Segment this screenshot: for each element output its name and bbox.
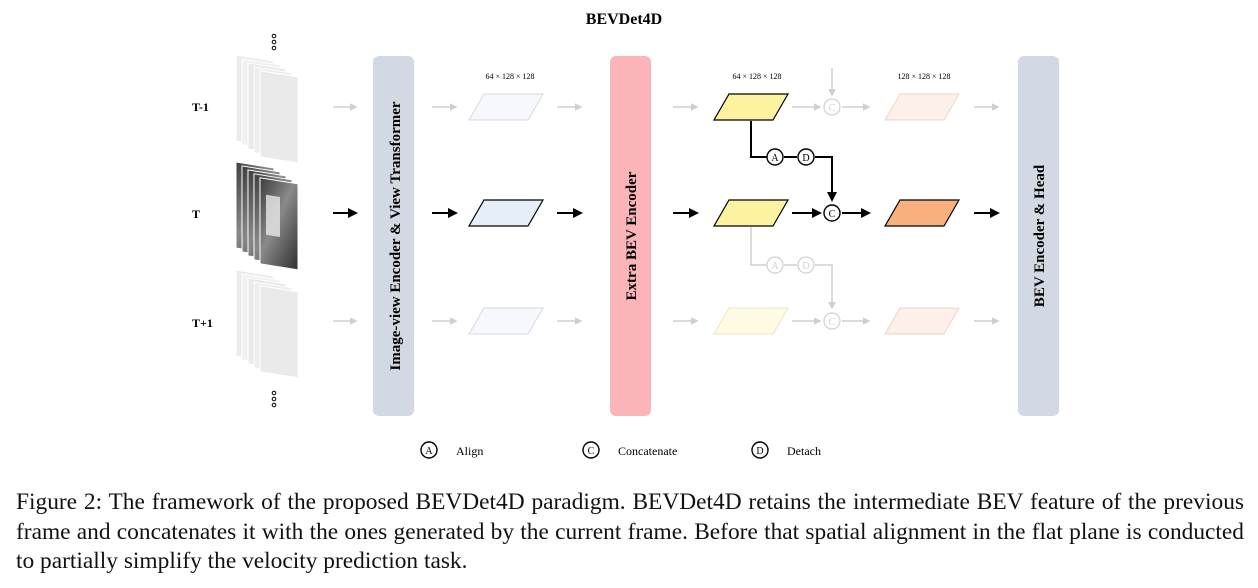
bev-head-block: BEV Encoder & Head bbox=[1018, 56, 1059, 416]
legend-concat: C Concatenate bbox=[582, 441, 677, 459]
figure-caption: Figure 2: The framework of the proposed … bbox=[16, 489, 1244, 574]
svg-text:D: D bbox=[802, 261, 809, 272]
fused-feature-next bbox=[884, 307, 960, 335]
bev-feature-next bbox=[468, 307, 544, 335]
view-transformer-label: Image-view Encoder & View Transformer bbox=[388, 101, 404, 370]
row-label-prev: T-1 bbox=[192, 100, 209, 114]
view-transformer-block: Image-view Encoder & View Transformer bbox=[373, 56, 414, 416]
diagram-title: BEVDet4D bbox=[586, 11, 662, 28]
legend-concat-label: Concatenate bbox=[618, 444, 677, 458]
svg-text:C: C bbox=[829, 209, 836, 220]
legend-concat-symbol: C bbox=[588, 446, 595, 457]
bev-feature-curr bbox=[467, 199, 545, 227]
extra-feature-curr bbox=[712, 199, 790, 227]
legend-detach: D Detach bbox=[751, 441, 821, 459]
image-stack-prev bbox=[235, 54, 299, 164]
detach-op-curr: D bbox=[797, 148, 815, 166]
extra-feature-prev bbox=[712, 93, 790, 121]
row-label-next: T+1 bbox=[192, 316, 213, 330]
svg-text:C: C bbox=[829, 317, 836, 328]
concat-op-prev: C bbox=[823, 98, 841, 116]
extra-feature-next bbox=[713, 307, 789, 335]
more-frames-top-dots bbox=[271, 33, 277, 51]
svg-text:A: A bbox=[771, 153, 779, 164]
align-op-curr: A bbox=[766, 148, 784, 166]
concat-op-next: C bbox=[823, 312, 841, 330]
bevdet4d-diagram: BEVDet4D T-1 T T+1 bbox=[192, 11, 1059, 459]
svg-text:A: A bbox=[771, 261, 779, 272]
align-op-next: A bbox=[766, 256, 784, 274]
dim-label-encoder: 64 × 128 × 128 bbox=[485, 72, 534, 81]
legend-align-label: Align bbox=[456, 444, 483, 458]
temporal-fusion-path-next bbox=[750, 227, 836, 310]
temporal-fusion-path bbox=[750, 121, 837, 202]
more-frames-bottom-dots bbox=[271, 390, 277, 408]
arrows-row-prev bbox=[333, 68, 1000, 111]
legend-detach-symbol: D bbox=[756, 446, 763, 457]
svg-text:C: C bbox=[829, 103, 836, 114]
legend-detach-label: Detach bbox=[787, 444, 821, 458]
image-stack-curr bbox=[235, 161, 299, 271]
extra-bev-encoder-label: Extra BEV Encoder bbox=[624, 171, 640, 300]
dim-label-concat: 128 × 128 × 128 bbox=[897, 72, 950, 81]
dim-label-extra: 64 × 128 × 128 bbox=[732, 72, 781, 81]
extra-bev-encoder-block: Extra BEV Encoder bbox=[610, 56, 651, 416]
image-stack-next bbox=[235, 269, 299, 379]
bev-head-label: BEV Encoder & Head bbox=[1032, 164, 1048, 307]
legend-align-symbol: A bbox=[425, 446, 433, 457]
fused-feature-curr bbox=[883, 199, 961, 227]
concat-op-curr: C bbox=[823, 204, 841, 222]
detach-op-next: D bbox=[797, 256, 815, 274]
bev-feature-prev bbox=[468, 93, 544, 121]
svg-text:D: D bbox=[802, 153, 809, 164]
legend-align: A Align bbox=[420, 441, 483, 459]
fused-feature-prev bbox=[884, 93, 960, 121]
row-label-curr: T bbox=[192, 207, 200, 221]
